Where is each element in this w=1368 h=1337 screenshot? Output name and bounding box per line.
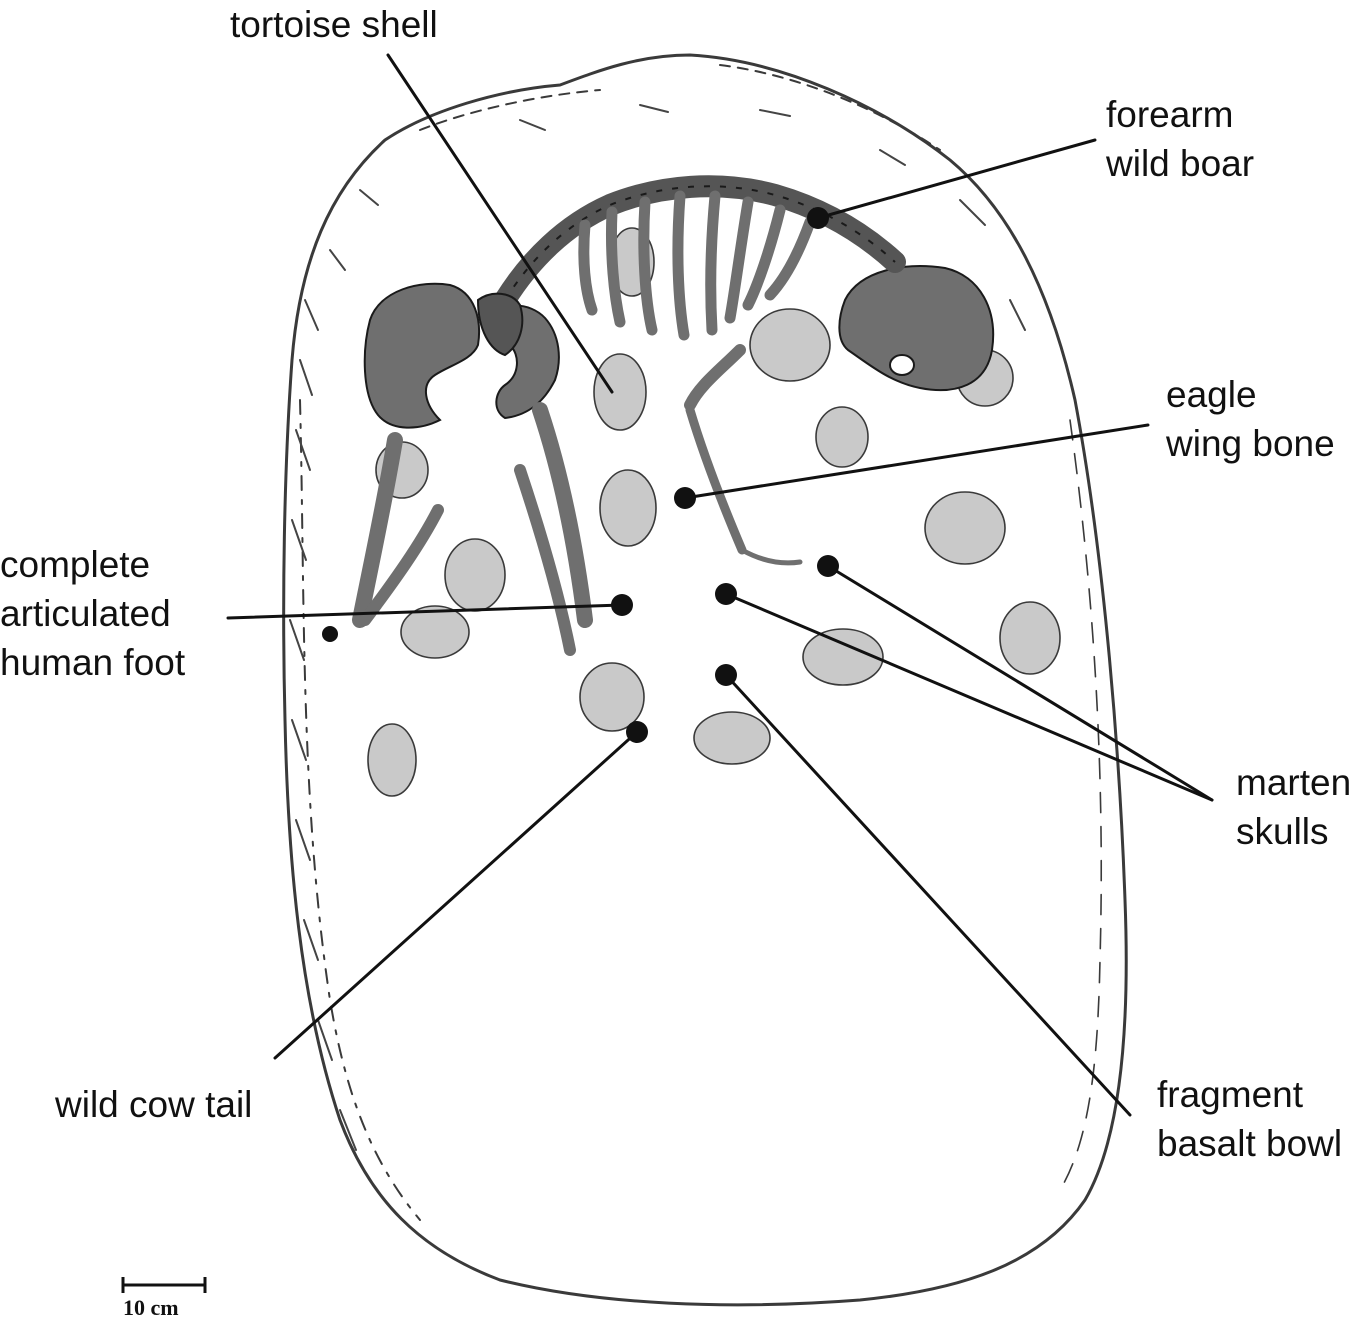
stone (815, 406, 869, 468)
marker-dots (322, 207, 839, 743)
humerus (684, 344, 746, 411)
marker-dot (807, 207, 829, 229)
label-forearm-wild-boar: forearm wild boar (1106, 90, 1254, 188)
stones (367, 227, 1061, 797)
label-line: human foot (0, 642, 186, 683)
tibia-left (359, 504, 444, 626)
label-line: skulls (1236, 811, 1329, 852)
label-eagle-wing-bone: eagle wing bone (1166, 370, 1335, 468)
label-line: articulated (0, 593, 171, 634)
marker-dot (715, 664, 737, 686)
label-marten-skulls: marten skulls (1236, 758, 1351, 856)
spine (494, 175, 906, 311)
leader-human-foot (226, 603, 624, 620)
stone (749, 308, 831, 382)
marker-dot (322, 626, 338, 642)
ribs (578, 190, 816, 341)
stone (802, 628, 884, 686)
label-line: basalt bowl (1157, 1123, 1343, 1164)
stone (367, 723, 417, 797)
stone (400, 605, 470, 659)
pelvis-left (363, 282, 480, 429)
stone (444, 538, 506, 612)
stone (999, 601, 1061, 675)
label-wild-cow-tail: wild cow tail (55, 1084, 253, 1125)
skull-orbit (889, 354, 915, 376)
pit-wall-hatching (289, 104, 1026, 1151)
label-line: complete (0, 544, 151, 585)
leader-marten-skull-1 (724, 592, 1214, 802)
scale-bar-label: 10 cm (123, 1295, 179, 1320)
scale-bar (121, 1277, 207, 1293)
stone (579, 662, 645, 732)
stone (593, 353, 647, 431)
stone (924, 491, 1006, 565)
label-tortoise-shell: tortoise shell (230, 4, 438, 45)
stone (693, 711, 771, 765)
label-line: eagle (1166, 374, 1257, 415)
pit-outline (282, 53, 1128, 1307)
leader-lines (226, 53, 1214, 1117)
leader-marten-skull-2 (826, 564, 1214, 802)
marker-dot (817, 555, 839, 577)
leader-forearm-wild-boar (816, 138, 1097, 220)
label-line: wing bone (1166, 423, 1335, 464)
label-line: fragment (1157, 1074, 1304, 1115)
femur-right (532, 402, 593, 628)
hand-bones (739, 547, 803, 566)
marker-dot (626, 721, 648, 743)
tibia-right (514, 464, 576, 656)
sacrum (476, 292, 524, 357)
label-complete-articulated-human-foot: complete articulated human foot (0, 540, 185, 687)
skeleton (352, 175, 995, 656)
marker-dot (715, 583, 737, 605)
stone (599, 469, 657, 547)
label-line: forearm (1106, 94, 1234, 135)
leader-basalt-bowl (724, 673, 1132, 1117)
leader-wild-cow-tail (273, 730, 639, 1060)
leader-tortoise-shell (386, 53, 614, 394)
forearm-bones (685, 405, 747, 555)
label-line: wild boar (1106, 143, 1255, 184)
label-fragment-basalt-bowl: fragment basalt bowl (1157, 1070, 1342, 1168)
femur-left (352, 432, 403, 628)
marker-dot (611, 594, 633, 616)
label-line: marten (1236, 762, 1352, 803)
marker-dot (674, 487, 696, 509)
leader-eagle-wing-bone (683, 423, 1150, 500)
skull (838, 265, 995, 392)
